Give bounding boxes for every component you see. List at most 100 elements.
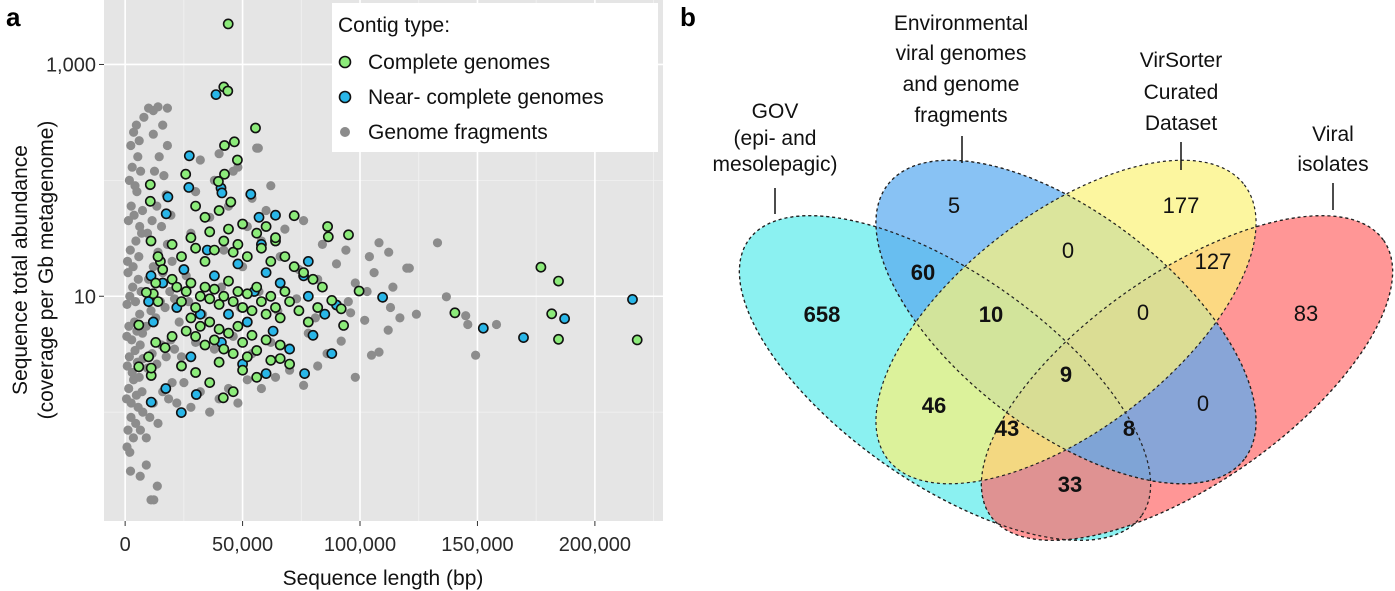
complete-point [237,364,248,376]
complete-point [232,286,244,297]
fragment-point [346,308,356,318]
complete-point [204,293,216,305]
fragment-point [133,152,143,162]
fragment-point [331,259,342,269]
complete-point [270,232,281,244]
region-count: 9 [1060,362,1072,387]
label-line: mesolepagic) [713,153,838,176]
complete-point [150,277,162,289]
complete-point [631,334,643,346]
complete-point [225,196,237,208]
fragment-point [195,155,205,165]
fragment-point [161,352,171,362]
fragment-point [176,352,187,362]
x-tick-label: 0 [120,534,131,556]
fragment-point [219,245,229,255]
complete-point [279,286,291,297]
complete-point [228,136,240,148]
near-complete-point [307,329,319,341]
complete-point [204,316,216,328]
complete-point [199,255,211,267]
near-complete-point [160,208,172,220]
fragment-point [124,383,134,394]
complete-point [260,221,272,232]
fragment-point [127,367,137,378]
fragment-point [388,282,398,292]
fragment-point [135,340,145,350]
complete-point [204,377,216,388]
region-count: 10 [979,302,1003,327]
x-tick-label: 50,000 [212,534,273,556]
fragment-point [134,372,144,382]
complete-point [204,226,216,238]
fragment-point [135,425,145,435]
y-tick-label: 1,000 [46,54,96,76]
complete-point [255,242,267,254]
legend: Contig type: Complete genomes Near- comp… [332,3,658,152]
label-line: isolates [1297,153,1368,176]
venn-set-label-environmental: Environmental viral genomes and genome f… [894,12,1028,163]
complete-point [227,386,239,398]
fragment-point [491,319,502,330]
complete-point [241,351,253,363]
fragment-point [374,347,384,357]
region-count: 0 [1197,391,1209,416]
fragment-point [149,495,159,505]
near-complete-point [302,290,314,302]
fragment-point [152,481,162,491]
complete-point [312,302,324,313]
complete-point [152,296,164,307]
region-count: 83 [1294,301,1318,326]
fragment-point [131,120,141,130]
fragment-point [313,361,323,371]
complete-point [217,392,229,404]
fragment-point [461,311,471,321]
complete-point [152,251,164,262]
near-complete-point [326,348,338,359]
fragment-point [253,143,263,153]
complete-point [260,308,272,320]
complete-point [553,333,564,345]
complete-point [274,312,286,324]
fragment-point [362,286,372,297]
label-line: and genome [903,73,1020,96]
label-line: viral genomes [896,42,1027,65]
fragment-point [471,350,481,360]
near-complete-point [208,270,220,282]
complete-point [199,281,211,293]
region-count: 60 [911,260,935,285]
complete-point [265,354,277,366]
fragment-point [123,216,133,226]
complete-point [241,288,253,300]
fragment-point [256,383,266,394]
fragment-point [137,328,148,338]
complete-point [208,334,220,346]
panel-label-a: a [6,2,21,32]
fragment-point [343,297,353,307]
fragment-point [128,433,138,443]
complete-point [241,251,253,262]
complete-point [190,242,201,254]
near-complete-point [147,316,159,328]
fragment-point [432,238,443,248]
complete-point [185,312,197,324]
complete-point [143,351,154,363]
fragment-point [130,297,141,307]
complete-point [237,218,248,230]
near-complete-point [477,322,489,334]
fragment-point [383,325,393,335]
fragment-point [214,149,224,159]
x-axis-title: Sequence length (bp) [283,567,484,590]
fragment-point [336,336,346,346]
region-count: 0 [1062,238,1074,263]
fragment-point [125,245,135,255]
complete-point [553,275,564,287]
near-complete-point [627,293,638,305]
complete-point [218,343,230,355]
venn-region-counts: 5 177 60 0 127 658 10 0 83 9 46 0 43 8 3… [804,193,1319,497]
complete-point [219,168,230,180]
fragment-point [364,252,374,262]
fragment-point [179,378,189,388]
complete-point [546,308,558,320]
